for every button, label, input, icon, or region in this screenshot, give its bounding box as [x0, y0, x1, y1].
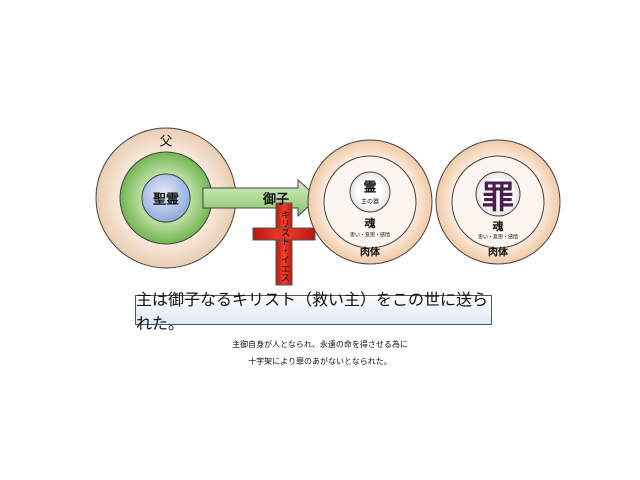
- son-label: 御子: [262, 192, 290, 208]
- cross-shape: [252, 202, 316, 286]
- soul-sub-label-middle: 思い・意思・感情: [349, 232, 391, 239]
- soul-label-right: 魂: [492, 220, 504, 233]
- cross-label: キリスト・イエス: [279, 210, 289, 282]
- spirit-label: 霊: [363, 180, 377, 196]
- holy-spirit-label: 聖霊: [152, 192, 180, 208]
- spirit-circle-middle: [349, 171, 391, 213]
- soul-sub-label-right: 思い・意思・感情: [477, 234, 519, 241]
- holy-spirit-circle: [141, 173, 191, 223]
- caption-line-1: 主御自身が人となられ、永遠の命を得させる為に: [232, 340, 408, 349]
- sin-circle-right: [475, 171, 521, 217]
- spirit-sub-label: 主の器: [360, 198, 380, 206]
- caption-line-2: 十字架により罪のあがないとなられた。: [248, 357, 392, 366]
- body-label-right: 肉体: [488, 247, 508, 259]
- father-label: 父: [159, 134, 173, 150]
- body-label-middle: 肉体: [360, 247, 380, 259]
- banner-text: 主は御子なるキリスト（救い主）をこの世に送られた。: [136, 290, 489, 333]
- banner-text-box: 主は御子なるキリスト（救い主）をこの世に送られた。: [135, 290, 492, 333]
- soul-label-middle: 魂: [364, 217, 376, 230]
- sin-label: 罪: [481, 178, 515, 216]
